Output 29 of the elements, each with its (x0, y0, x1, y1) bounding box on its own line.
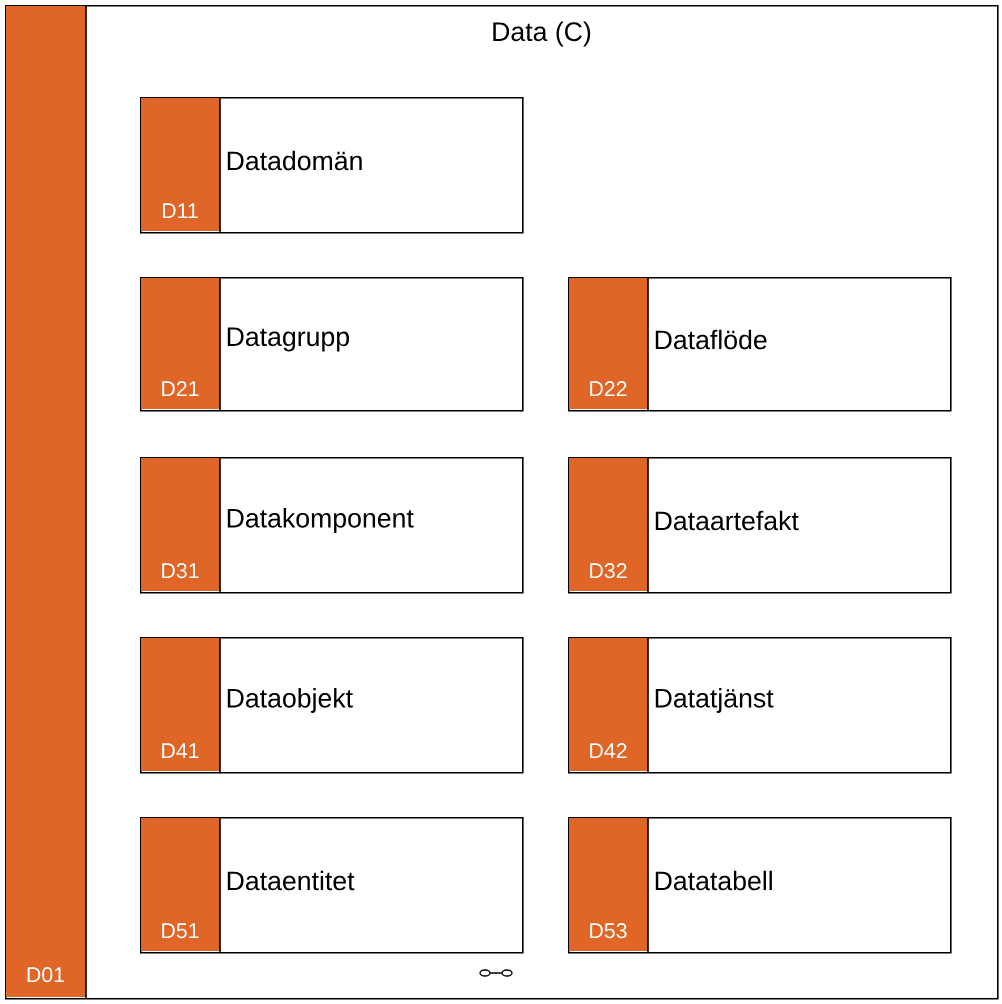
item-box (568, 456, 952, 594)
item-box (140, 276, 524, 412)
code-label: D41 (162, 743, 199, 758)
code-label: D32 (590, 563, 627, 579)
item-box (568, 816, 952, 954)
code-label: D31 (162, 563, 199, 579)
item-box (568, 276, 952, 412)
item-title: Dataobjekt (227, 688, 353, 713)
item-box (140, 456, 524, 594)
code-label: D11 (163, 203, 198, 218)
item-title: Datagrupp (227, 327, 349, 352)
code-label: D53 (590, 923, 627, 939)
item-title: Dataartefakt (655, 510, 799, 531)
item-title: Datakomponent (227, 508, 414, 533)
item-box (140, 636, 524, 774)
item-box (140, 816, 524, 954)
item-box (140, 96, 524, 234)
code-label: D51 (162, 923, 199, 939)
container-title: Data (C) (493, 21, 591, 47)
code-label: D01 (27, 967, 64, 983)
item-title: Datatjänst (655, 688, 774, 713)
item-title: Datatabell (655, 870, 772, 891)
item-title: Datadomän (227, 150, 362, 171)
code-label: D22 (590, 381, 627, 396)
item-box (568, 636, 952, 774)
item-title: Dataentitet (227, 870, 355, 891)
item-title: Dataflöde (655, 329, 767, 350)
code-label: D21 (162, 381, 199, 396)
code-label: D42 (590, 743, 627, 758)
